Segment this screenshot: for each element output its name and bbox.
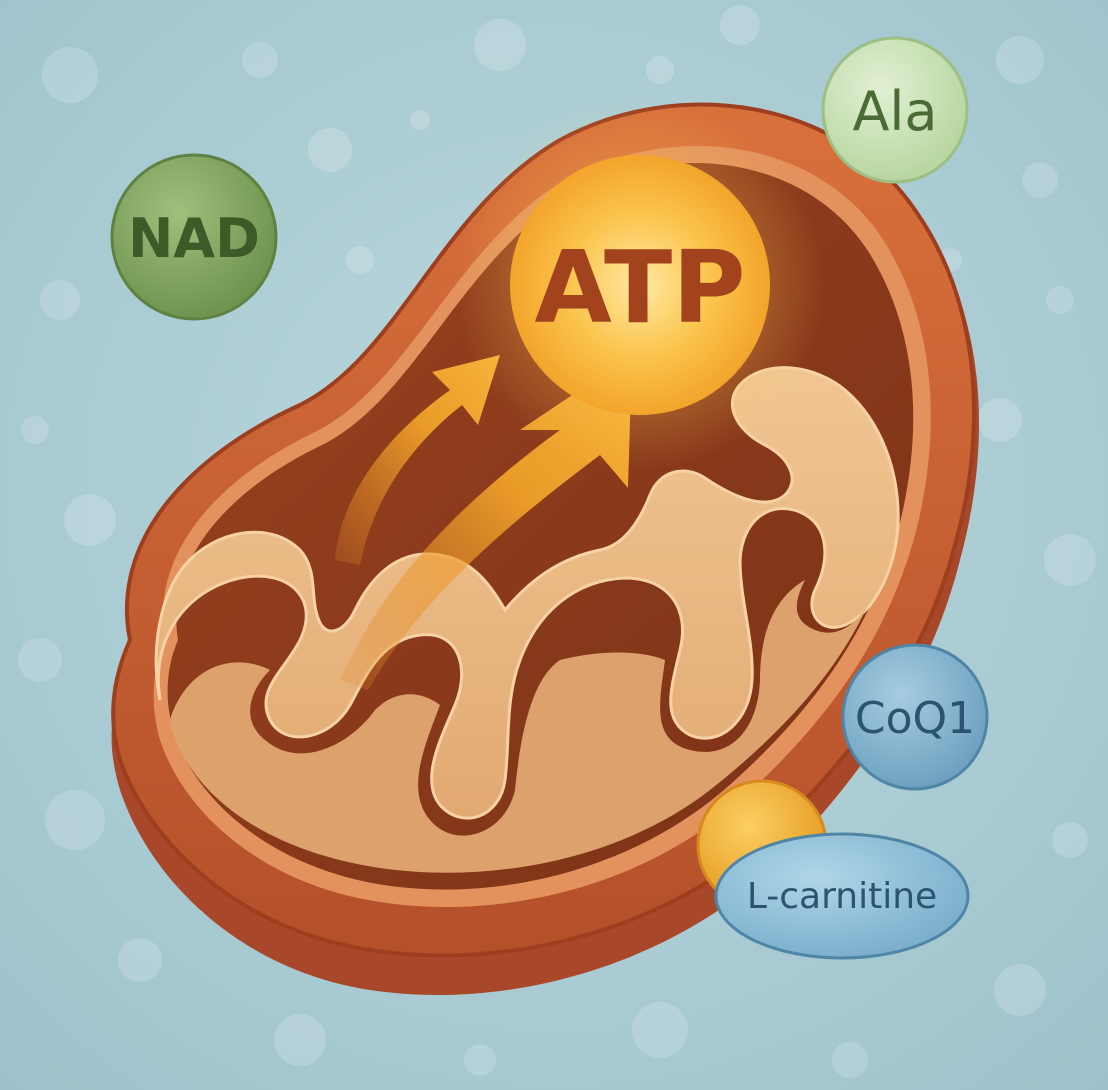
coq1-bubble: CoQ1 <box>841 643 989 791</box>
atp-circle <box>510 155 770 415</box>
bokeh-dots <box>18 5 1096 1078</box>
ala-label: Ala <box>852 80 937 143</box>
nad-label: NAD <box>128 207 260 270</box>
atp-label: ATP <box>534 229 745 346</box>
coq1-label: CoQ1 <box>855 693 975 744</box>
atp-bubble: ATP <box>455 100 825 470</box>
arrow-left <box>335 355 500 565</box>
lcarnitine-label: L-carnitine <box>747 876 937 917</box>
nad-bubble: NAD <box>110 153 278 321</box>
ala-bubble: Ala <box>821 36 969 184</box>
lcarnitine-bubble: L-carnitine <box>714 832 970 960</box>
inner-membrane-folds <box>154 366 900 820</box>
matrix-lower <box>170 580 870 873</box>
